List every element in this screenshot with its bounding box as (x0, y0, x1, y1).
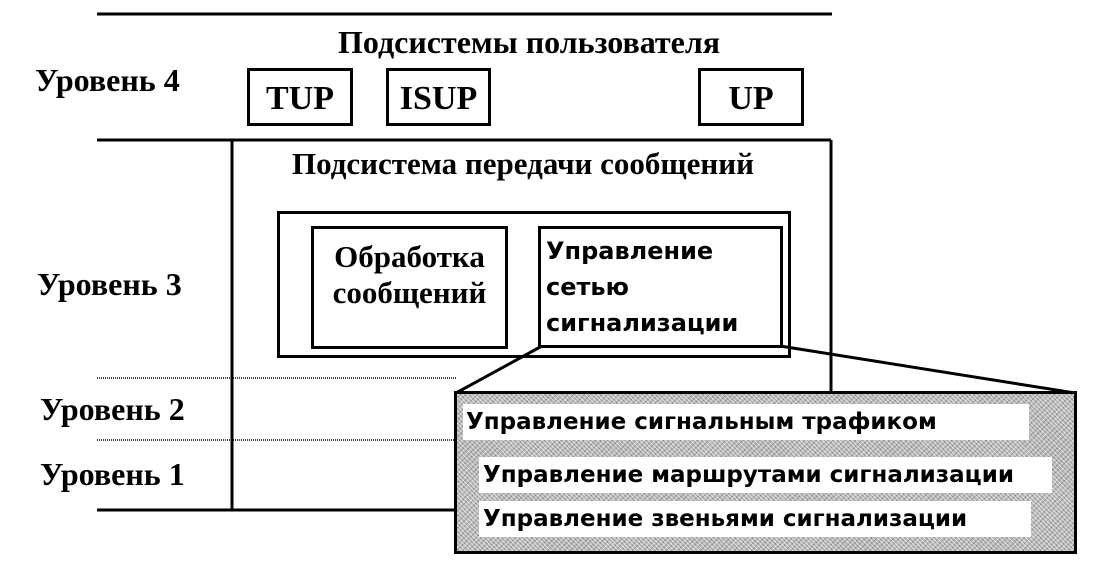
route-management-strip: Управление маршрутами сигнализации (479, 457, 1052, 493)
network-management-line-2: сетью (546, 273, 629, 301)
message-handling-box: Обработка сообщений (311, 226, 508, 349)
link-management-strip: Управление звеньями сигнализации (479, 501, 1031, 537)
level3-inner-frame (277, 211, 791, 358)
message-transfer-title: Подсистема передачи сообщений (292, 146, 754, 181)
link-management-label: Управление звеньями сигнализации (483, 505, 968, 532)
tup-label: TUP (266, 80, 334, 117)
message-handling-label: Обработка сообщений (314, 239, 505, 311)
message-handling-line-2: сообщений (332, 275, 487, 310)
network-management-label: Управление сетью сигнализации (546, 233, 738, 341)
network-management-line-1: Управление (546, 237, 714, 265)
message-handling-line-1: Обработка (334, 239, 485, 274)
level-2-label: Уровень 2 (40, 391, 185, 427)
level-1-label: Уровень 1 (40, 456, 185, 492)
level-3-label: Уровень 3 (37, 266, 182, 302)
level-4-label: Уровень 4 (35, 62, 180, 98)
zoom-connector-left (455, 344, 543, 395)
traffic-management-label: Управление сигнальным трафиком (466, 408, 937, 435)
isup-box: ISUP (386, 68, 491, 126)
network-management-box: Управление сетью сигнализации (538, 226, 783, 348)
route-management-label: Управление маршрутами сигнализации (483, 461, 1014, 488)
tup-box: TUP (247, 68, 353, 126)
traffic-management-strip: Управление сигнальным трафиком (463, 404, 1029, 440)
network-management-line-3: сигнализации (546, 309, 739, 337)
user-subsystems-title: Подсистемы пользователя (338, 24, 721, 60)
up-label: UP (728, 80, 774, 117)
isup-label: ISUP (399, 80, 478, 117)
network-management-detail-panel: Управление сигнальным трафиком Управлени… (454, 391, 1077, 554)
up-box: UP (698, 68, 804, 126)
zoom-connector-right (779, 344, 1076, 395)
